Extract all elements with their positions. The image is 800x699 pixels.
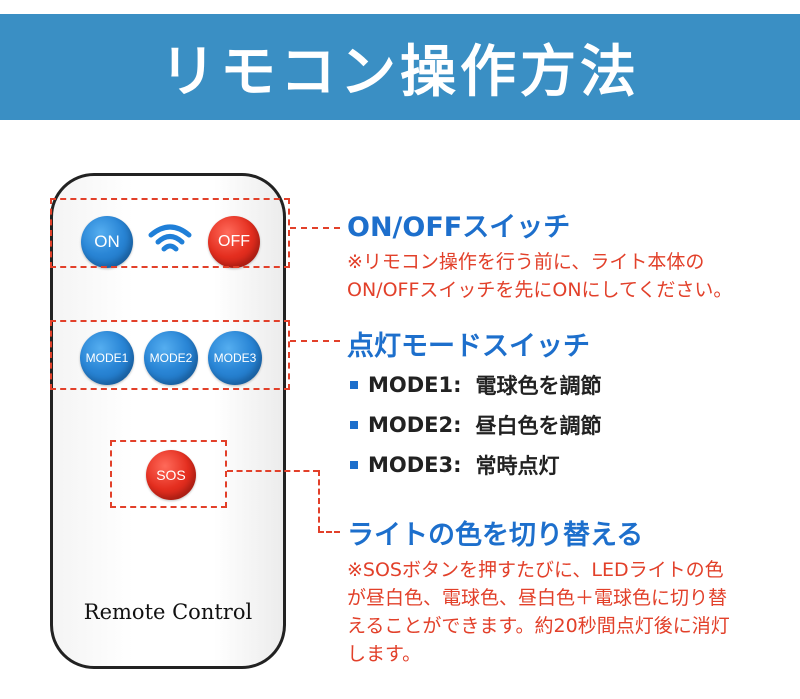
remote-label: Remote Control	[83, 600, 253, 624]
sos-highlight-box	[110, 440, 227, 508]
mode-item: MODE3: 常時点灯	[350, 450, 560, 480]
onoff-highlight-box	[50, 198, 290, 268]
sos-heading: ライトの色を切り替える	[347, 520, 644, 551]
page-header: リモコン操作方法	[0, 14, 800, 120]
mode-heading: 点灯モードスイッチ	[347, 331, 590, 362]
page-title: リモコン操作方法	[160, 39, 640, 105]
mode-highlight-box	[50, 320, 290, 390]
sos-connector-bottom	[318, 531, 340, 533]
onoff-connector	[290, 227, 340, 229]
off-button[interactable]: OFF	[208, 216, 260, 268]
sos-note: ※SOSボタンを押すたびに、LEDライトの色 が昼白色、電球色、昼白色＋電球色に…	[347, 559, 730, 665]
onoff-heading: ON/OFFスイッチ	[347, 212, 571, 243]
onoff-note: ※リモコン操作を行う前に、ライト本体の ON/OFFスイッチを先にONにしてくだ…	[347, 251, 733, 301]
sos-button[interactable]: SOS	[146, 450, 196, 500]
bullet-icon	[350, 381, 358, 389]
mode-item: MODE2: 昼白色を調節	[350, 410, 602, 440]
mode-connector	[290, 340, 340, 342]
sos-connector-vertical	[318, 470, 320, 532]
mode1-button[interactable]: MODE1	[80, 331, 134, 385]
mode2-button[interactable]: MODE2	[144, 331, 198, 385]
sos-connector-top	[227, 470, 319, 472]
mode3-button[interactable]: MODE3	[208, 331, 262, 385]
on-button[interactable]: ON	[81, 216, 133, 268]
bullet-icon	[350, 421, 358, 429]
mode-item: MODE1: 電球色を調節	[350, 370, 602, 400]
remote-control: ON OFF MODE1 MODE2 MODE3 SOS Remote Cont…	[50, 173, 286, 669]
wifi-signal-icon	[148, 224, 192, 252]
bullet-icon	[350, 461, 358, 469]
